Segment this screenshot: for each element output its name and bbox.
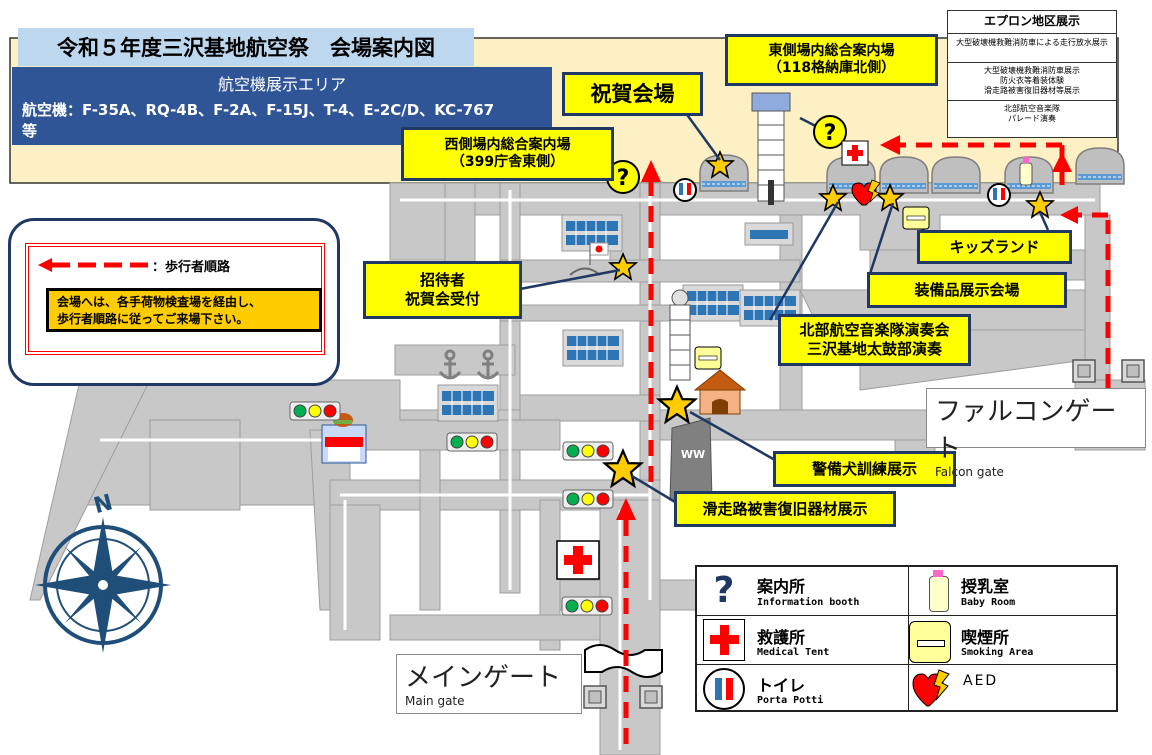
apron-row-parade: 北部航空音楽隊 パレード演奏 xyxy=(948,101,1116,128)
runway-label: 滑走路被害復旧器材展示 xyxy=(702,499,868,518)
aircraft-area-heading: 航空機展示エリア xyxy=(217,75,346,94)
page-title: 令和５年度三沢基地航空祭 会場案内図 xyxy=(18,28,474,66)
taiko-title: 三沢基地太鼓部演奏 xyxy=(806,340,942,358)
route-notice-line1: 会場へは、各手荷物検査場を経由し、 xyxy=(57,295,262,309)
falcon-gate-label: ファルコンゲート Falcon gate xyxy=(926,388,1146,479)
celebration-label: 祝賀会場 xyxy=(590,81,675,106)
apron-firesuit: 防火衣等着装体験 xyxy=(1000,75,1064,85)
building-center xyxy=(562,329,624,367)
aed-heart-icon xyxy=(912,669,950,707)
legend-medical-en: Medical Tent xyxy=(757,647,830,658)
svg-text:?: ? xyxy=(824,121,837,146)
main-gate-jp: メインゲート xyxy=(405,663,562,693)
smoking-icon xyxy=(909,621,951,663)
route-label: ：歩行者順路 xyxy=(152,260,231,275)
legend-baby-en: Baby Room xyxy=(961,597,1016,608)
equipment-callout: 装備品展示会場 xyxy=(867,272,1067,308)
traffic-light-icon xyxy=(289,401,341,421)
toilet-icon xyxy=(673,178,1011,207)
dog-callout: 警備犬訓練展示 xyxy=(773,451,956,487)
gatepost xyxy=(1072,359,1096,383)
kids-callout: キッズランド xyxy=(917,230,1072,264)
building-west xyxy=(437,384,499,422)
aircraft-list-etc: 等 xyxy=(22,122,38,140)
route-notice-line2: 歩行者順路に従ってご来場下さい。 xyxy=(57,312,249,327)
route-notice-box: ：歩行者順路 会場へは、各手荷物検査場を経由し、 歩行者順路に従ってご来場下さい… xyxy=(8,218,340,386)
route-arrow-icon xyxy=(38,258,148,272)
east-info-callout: 東側場内総合案内場 （118格納庫北側） xyxy=(725,34,938,86)
equipment-label: 装備品展示会場 xyxy=(914,280,1020,299)
kids-label: キッズランド xyxy=(949,237,1040,256)
invitee-title: 招待者 xyxy=(419,271,465,290)
pedestrian-route xyxy=(623,142,1111,750)
apron-exhibits-table: エプロン地区展示 大型破壊機救難消防車による走行放水展示 大型破壊機救難消防車展… xyxy=(947,10,1117,138)
east-info-title: 東側場内総合案内場 xyxy=(768,42,895,59)
west-info-callout: 西側場内総合案内場 （399庁舎東側） xyxy=(401,127,614,181)
anchor-icon xyxy=(438,349,500,380)
legend-medical-jp: 救護所 xyxy=(757,628,806,647)
apron-fire-truck: 大型破壊機救難消防車展示 xyxy=(984,65,1080,75)
east-info-location: （118格納庫北側） xyxy=(767,60,896,76)
information-icon: ? xyxy=(713,570,735,611)
toilet-icon xyxy=(703,668,745,710)
smoking-icon xyxy=(694,206,930,370)
main-gate-en: Main gate xyxy=(405,694,465,708)
runway-callout: 滑走路被害復旧器材展示 xyxy=(674,491,896,527)
legend-info-en: Information booth xyxy=(757,597,860,608)
map-legend: ? 案内所 Information booth 授乳室 Baby Room 救護… xyxy=(695,565,1118,712)
apron-header: エプロン地区展示 xyxy=(948,11,1116,34)
medical-cross-icon xyxy=(703,619,745,661)
band-title: 北部航空音楽隊演奏会 xyxy=(799,321,950,340)
falcon-gate-jp: ファルコンゲート xyxy=(935,397,1117,464)
aed-heart-icon xyxy=(851,179,881,206)
falcon-gate-en: Falcon gate xyxy=(935,465,1004,479)
baby-bottle-icon xyxy=(919,570,961,612)
legend-smoking-jp: 喫煙所 xyxy=(961,628,1010,647)
dog-label: 警備犬訓練展示 xyxy=(811,459,917,478)
building-north xyxy=(682,284,744,322)
main-gate-label: メインゲート Main gate xyxy=(396,654,582,714)
band-callout: 北部航空音楽隊演奏会 三沢基地太鼓部演奏 xyxy=(778,314,971,366)
medical-cross-icon xyxy=(556,140,869,580)
svg-text:?: ? xyxy=(617,166,630,191)
apron-band: 北部航空音楽隊 xyxy=(1004,103,1060,113)
legend-toilet-jp: トイレ xyxy=(757,676,806,695)
svg-text:WW: WW xyxy=(681,448,705,461)
legend-smoking-en: Smoking Area xyxy=(961,647,1034,658)
invitee-reception: 祝賀会受付 xyxy=(404,290,480,308)
legend-baby-jp: 授乳室 xyxy=(961,577,1010,596)
apron-runway-equip: 滑走路被害復旧器材等展示 xyxy=(984,86,1080,96)
aircraft-list: 航空機：F-35A、RQ-4B、F-2A、F-15J、T-4、E-2C/D、KC… xyxy=(22,101,495,119)
west-info-title: 西側場内総合案内場 xyxy=(444,136,571,153)
legend-aed: AED xyxy=(963,673,999,689)
apron-row-water: 大型破壊機救難消防車による走行放水展示 xyxy=(948,34,1116,63)
west-info-location: （399庁舎東側） xyxy=(450,154,565,170)
celebration-callout: 祝賀会場 xyxy=(562,72,703,116)
invitee-callout: 招待者 祝賀会受付 xyxy=(363,261,522,319)
route-notice: 会場へは、各手荷物検査場を経由し、 歩行者順路に従ってご来場下さい。 xyxy=(46,288,322,332)
apron-row-fire: 大型破壊機救難消防車展示 防火衣等着装体験 滑走路被害復旧器材等展示 xyxy=(948,63,1116,101)
legend-toilet-en: Porta Potti xyxy=(757,695,824,706)
information-icon: ? ? xyxy=(606,115,847,194)
apron-parade: パレード演奏 xyxy=(1008,114,1056,124)
legend-info-jp: 案内所 xyxy=(757,577,806,596)
baby-bottle-icon xyxy=(1019,157,1033,186)
control-tower-icon xyxy=(751,92,791,205)
